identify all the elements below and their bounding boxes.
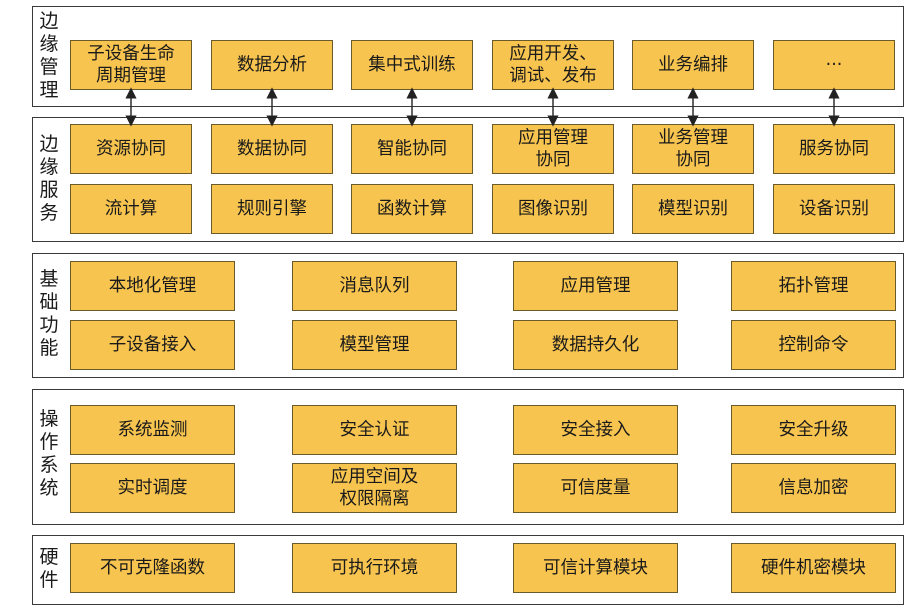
box-hardware-secret-module: 硬件机密模块 — [731, 543, 896, 593]
layer-label-operating-system: 操作系统 — [39, 408, 59, 499]
box-app-space-permission-isolation: 应用空间及 权限隔离 — [292, 463, 457, 513]
box-ellipsis: ··· — [773, 40, 895, 90]
box-app-management: 应用管理 — [513, 261, 678, 311]
box-execution-environment: 可执行环境 — [292, 543, 457, 593]
layer-label-hardware: 硬件 — [39, 546, 59, 591]
box-data-persistence: 数据持久化 — [513, 320, 678, 370]
box-system-monitoring: 系统监测 — [70, 405, 235, 455]
box-data-analysis: 数据分析 — [211, 40, 333, 90]
box-message-queue: 消息队列 — [292, 261, 457, 311]
box-resource-collab: 资源协同 — [70, 124, 192, 174]
box-device-recognition: 设备识别 — [773, 184, 895, 234]
box-control-command: 控制命令 — [731, 320, 896, 370]
box-model-recognition: 模型识别 — [632, 184, 754, 234]
box-image-recognition: 图像识别 — [492, 184, 614, 234]
box-app-dev-debug-release: 应用开发、 调试、发布 — [492, 40, 614, 90]
box-unclonable-function: 不可克隆函数 — [70, 543, 235, 593]
box-secure-access: 安全接入 — [513, 405, 678, 455]
box-subdevice-access: 子设备接入 — [70, 320, 235, 370]
box-localization-management: 本地化管理 — [70, 261, 235, 311]
box-realtime-scheduling: 实时调度 — [70, 463, 235, 513]
box-intelligence-collab: 智能协同 — [351, 124, 473, 174]
box-function-computing: 函数计算 — [351, 184, 473, 234]
box-model-management: 模型管理 — [292, 320, 457, 370]
box-rule-engine: 规则引擎 — [211, 184, 333, 234]
box-security-authentication: 安全认证 — [292, 405, 457, 455]
box-subdevice-lifecycle: 子设备生命 周期管理 — [70, 40, 192, 90]
box-business-management-collab: 业务管理 协同 — [632, 124, 754, 174]
layer-label-basic-functions: 基础功能 — [39, 268, 59, 359]
box-business-orchestration: 业务编排 — [632, 40, 754, 90]
box-topology-management: 拓扑管理 — [731, 261, 896, 311]
box-data-collab: 数据协同 — [211, 124, 333, 174]
box-app-management-collab: 应用管理 协同 — [492, 124, 614, 174]
box-information-encryption: 信息加密 — [731, 463, 896, 513]
layer-label-edge-services: 边缘服务 — [39, 133, 59, 224]
box-centralized-training: 集中式训练 — [351, 40, 473, 90]
box-stream-computing: 流计算 — [70, 184, 192, 234]
box-service-collab: 服务协同 — [773, 124, 895, 174]
layer-label-edge-management: 边缘管理 — [39, 10, 59, 101]
box-trusted-computing-module: 可信计算模块 — [513, 543, 678, 593]
box-trust-measurement: 可信度量 — [513, 463, 678, 513]
box-secure-upgrade: 安全升级 — [731, 405, 896, 455]
